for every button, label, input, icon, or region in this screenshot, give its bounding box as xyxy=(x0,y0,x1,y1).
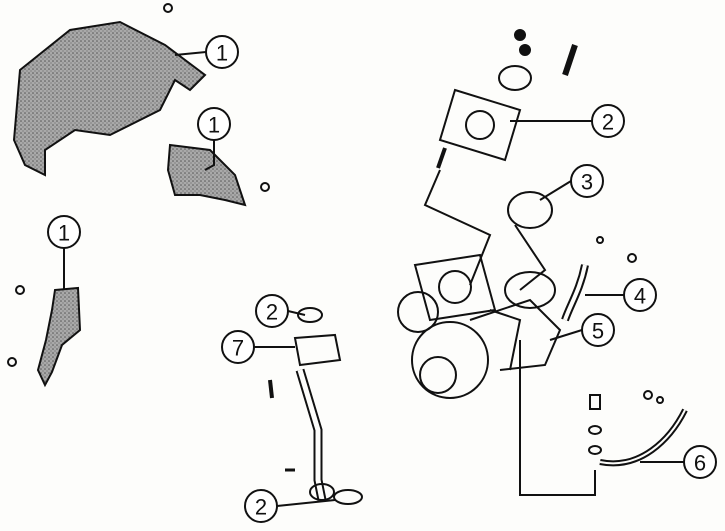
callout-4: 4 xyxy=(623,278,657,312)
wastegate-actuator xyxy=(507,191,553,229)
gasket xyxy=(333,489,363,505)
bolt-icon xyxy=(163,3,173,13)
compressor-housing xyxy=(397,291,439,333)
heat-shield-bracket xyxy=(36,286,82,388)
flange-gasket xyxy=(438,88,522,162)
callout-5: 5 xyxy=(581,313,615,347)
callout-6: 6 xyxy=(683,445,717,479)
bolt-icon xyxy=(7,357,17,367)
heat-shield-upper xyxy=(12,20,207,177)
callout-1b: 1 xyxy=(197,107,231,141)
callout-1c: 1 xyxy=(47,215,81,249)
hose-inner xyxy=(563,264,587,321)
svg-text:1: 1 xyxy=(208,113,220,138)
svg-text:1: 1 xyxy=(216,41,228,66)
callout-1a: 1 xyxy=(205,35,239,69)
bolt-icon xyxy=(15,285,25,295)
heat-shield-small xyxy=(166,143,247,207)
clamp-ring xyxy=(498,65,532,91)
callout-2a: 2 xyxy=(591,104,625,138)
svg-text:4: 4 xyxy=(634,284,646,309)
svg-text:5: 5 xyxy=(592,319,604,344)
bolt-icon xyxy=(260,182,270,192)
svg-text:3: 3 xyxy=(581,170,593,195)
svg-text:6: 6 xyxy=(694,451,706,476)
svg-text:1: 1 xyxy=(58,221,70,246)
callout-2c: 2 xyxy=(244,489,278,523)
pipe-flange xyxy=(293,333,342,367)
turbo-flange xyxy=(413,253,497,322)
svg-text:2: 2 xyxy=(266,300,278,325)
bolt-long xyxy=(562,44,578,76)
gasket xyxy=(297,307,323,323)
callout-7: 7 xyxy=(221,330,255,364)
callout-2b: 2 xyxy=(255,294,289,328)
svg-text:7: 7 xyxy=(232,336,244,361)
svg-text:2: 2 xyxy=(255,495,267,520)
turbine-housing xyxy=(411,321,489,399)
callout-3: 3 xyxy=(570,164,604,198)
svg-text:2: 2 xyxy=(602,110,614,135)
callouts: 1 1 1 2 3 4 5 2 7 2 6 xyxy=(47,35,717,523)
